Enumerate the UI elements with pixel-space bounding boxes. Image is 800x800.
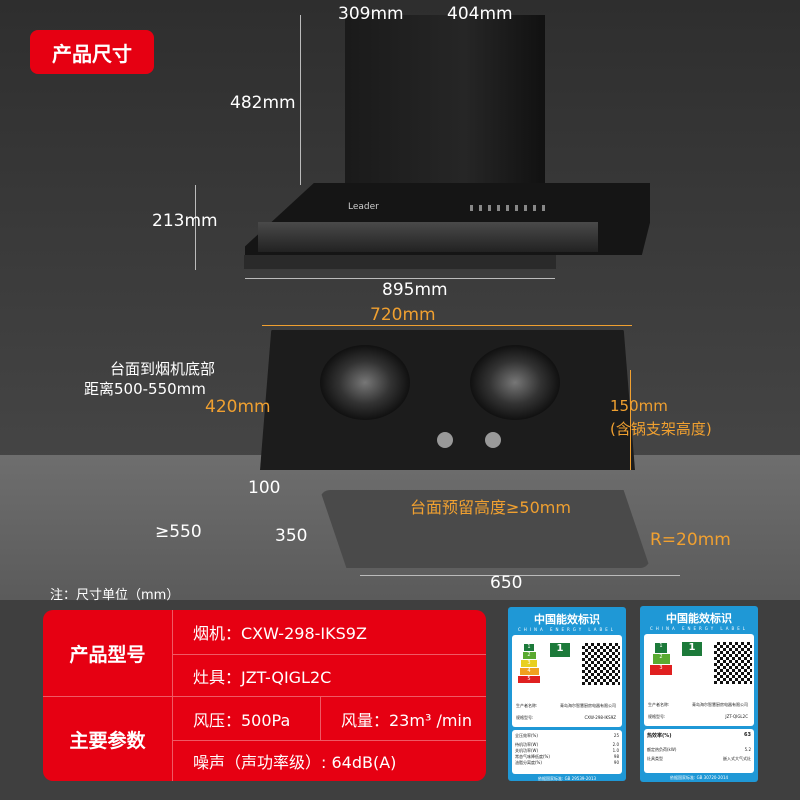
maker-label: 生产者名称: [648, 702, 670, 707]
hood-bottom-edge [244, 255, 556, 269]
grade-bar-3: 3 [521, 660, 537, 667]
dim-line-650 [360, 575, 680, 576]
section-title-badge: 产品尺寸 [30, 30, 154, 74]
dim-line-482 [300, 15, 301, 185]
dim-895: 895mm [382, 280, 448, 300]
hood-model: 烟机：CXW-298-IKS9Z [173, 610, 486, 655]
energy-label-title: 中国能效标识 [534, 613, 600, 626]
grade-arrow: 1 [682, 642, 702, 656]
metric-value: 5.2 [744, 747, 751, 752]
dim-213: 213mm [152, 211, 218, 231]
dim-309: 309mm [338, 4, 404, 24]
metric-value: 2.0 [612, 742, 619, 747]
knob-right [485, 432, 501, 448]
dim-482: 482mm [230, 93, 296, 113]
metric-value: 1.0 [612, 748, 619, 753]
energy-metrics: 全压效率(%) 25 待机功率(W) 2.0 关机功率(W) 1.0 常态气味降低度(… [512, 730, 622, 774]
energy-grade-panel: 1 2 3 4 5 1 生产者名称: 青岛海尔智慧厨房电器有限公司 规格型号: CX… [512, 635, 622, 727]
burner-left [320, 345, 410, 420]
reserve-height: 台面预留高度≥50mm [410, 498, 571, 517]
stove-model: 灶具：JZT-QIGL2C [173, 655, 486, 697]
metric-value: 25 [613, 733, 619, 738]
energy-metrics: 热效率(%) 63 额定热负荷(kW) 5.2 灶具类型 嵌入式大气式灶 [644, 729, 754, 773]
qr-code-icon [582, 643, 620, 685]
dim-150-note: (含锅支架高度) [610, 420, 712, 438]
hood-control-panel [470, 205, 550, 211]
dim-line-213 [195, 185, 196, 270]
dim-720: 720mm [370, 305, 436, 325]
dim-100: 100 [248, 478, 281, 498]
dim-550: ≥550 [155, 522, 202, 542]
model-header: 产品型号 [43, 610, 173, 697]
dim-404: 404mm [447, 4, 513, 24]
maker-label: 生产者名称: [516, 703, 538, 708]
dim-radius: R=20mm [650, 530, 731, 550]
dim-150: 150mm [610, 397, 668, 415]
grade-bar-1: 1 [655, 643, 667, 653]
counter-cutout [320, 490, 650, 568]
energy-label-subtitle: CHINA ENERGY LABEL [650, 626, 748, 631]
counter-distance-line1: 台面到烟机底部 [110, 360, 216, 378]
dim-line-895 [245, 278, 555, 279]
metric-value: 98 [613, 754, 619, 759]
metric-value: 嵌入式大气式灶 [723, 756, 751, 761]
metric-name: 油脂分离度(%) [515, 760, 542, 765]
burner-right [470, 345, 560, 420]
dim-420: 420mm [205, 397, 271, 417]
standard: 依据国家标准: GB 29539-2013 [537, 776, 597, 781]
energy-label-hood: 中国能效标识 CHINA ENERGY LABEL 1 2 3 4 5 1 生产… [508, 607, 626, 781]
grade-bar-4: 4 [519, 668, 539, 675]
params-header: 主要参数 [43, 697, 173, 781]
metric-name: 全压效率(%) [515, 733, 538, 738]
grade-bar-1: 1 [524, 644, 534, 651]
hood-brand-logo: Leader [348, 202, 379, 212]
cooktop [260, 330, 635, 470]
metric-name: 常态气味降低度(%) [515, 754, 550, 759]
energy-label-subtitle: CHINA ENERGY LABEL [518, 627, 616, 632]
dim-line-150 [630, 370, 631, 470]
knob-left [437, 432, 453, 448]
hood-chimney [345, 15, 545, 190]
model-label: 规格型号: [648, 714, 666, 719]
maker: 青岛海尔智慧厨房电器有限公司 [560, 703, 616, 708]
pressure: 风压：500Pa [173, 697, 321, 741]
dim-line-720 [262, 325, 632, 326]
model: JZT-QIGL2C [725, 714, 748, 719]
metric-name: 关机功率(W) [515, 748, 539, 753]
energy-grade-panel: 1 2 3 1 生产者名称: 青岛海尔智慧厨房电器有限公司 规格型号: JZT-QI… [644, 634, 754, 726]
maker: 青岛海尔智慧厨房电器有限公司 [692, 702, 748, 707]
metric-value: 63 [744, 732, 751, 738]
counter-distance-line2: 距离500-550mm [84, 380, 206, 398]
qr-code-icon [714, 642, 752, 684]
unit-note: 注：尺寸单位（mm） [50, 588, 180, 603]
metric-name: 灶具类型 [647, 756, 663, 761]
grade-arrow: 1 [550, 643, 570, 657]
grade-bar-2: 2 [522, 652, 536, 659]
spec-table: 产品型号 烟机：CXW-298-IKS9Z 灶具：JZT-QIGL2C 主要参数… [43, 610, 486, 781]
grade-bar-2: 2 [652, 654, 670, 664]
metric-name: 额定热负荷(kW) [647, 747, 677, 752]
dim-650: 650 [490, 573, 523, 593]
noise: 噪声（声功率级）: 64dB(A) [193, 753, 397, 772]
metric-value: 90 [613, 760, 619, 765]
energy-label-title: 中国能效标识 [666, 612, 732, 625]
dim-350: 350 [275, 526, 308, 546]
metric-name: 热效率(%) [647, 733, 672, 739]
grade-bar-3: 3 [650, 665, 672, 675]
energy-label-stove: 中国能效标识 CHINA ENERGY LABEL 1 2 3 1 生产者名称:… [640, 606, 758, 782]
hood-filter [258, 222, 598, 252]
standard: 依据国家标准: GB 30720-2014 [669, 775, 729, 780]
metric-name: 待机功率(W) [515, 742, 539, 747]
model: CXW-298-IKS9Z [584, 715, 616, 720]
grade-bar-5: 5 [518, 676, 540, 683]
airflow: 风量：23m³ /min [321, 697, 486, 741]
model-label: 规格型号: [516, 715, 534, 720]
